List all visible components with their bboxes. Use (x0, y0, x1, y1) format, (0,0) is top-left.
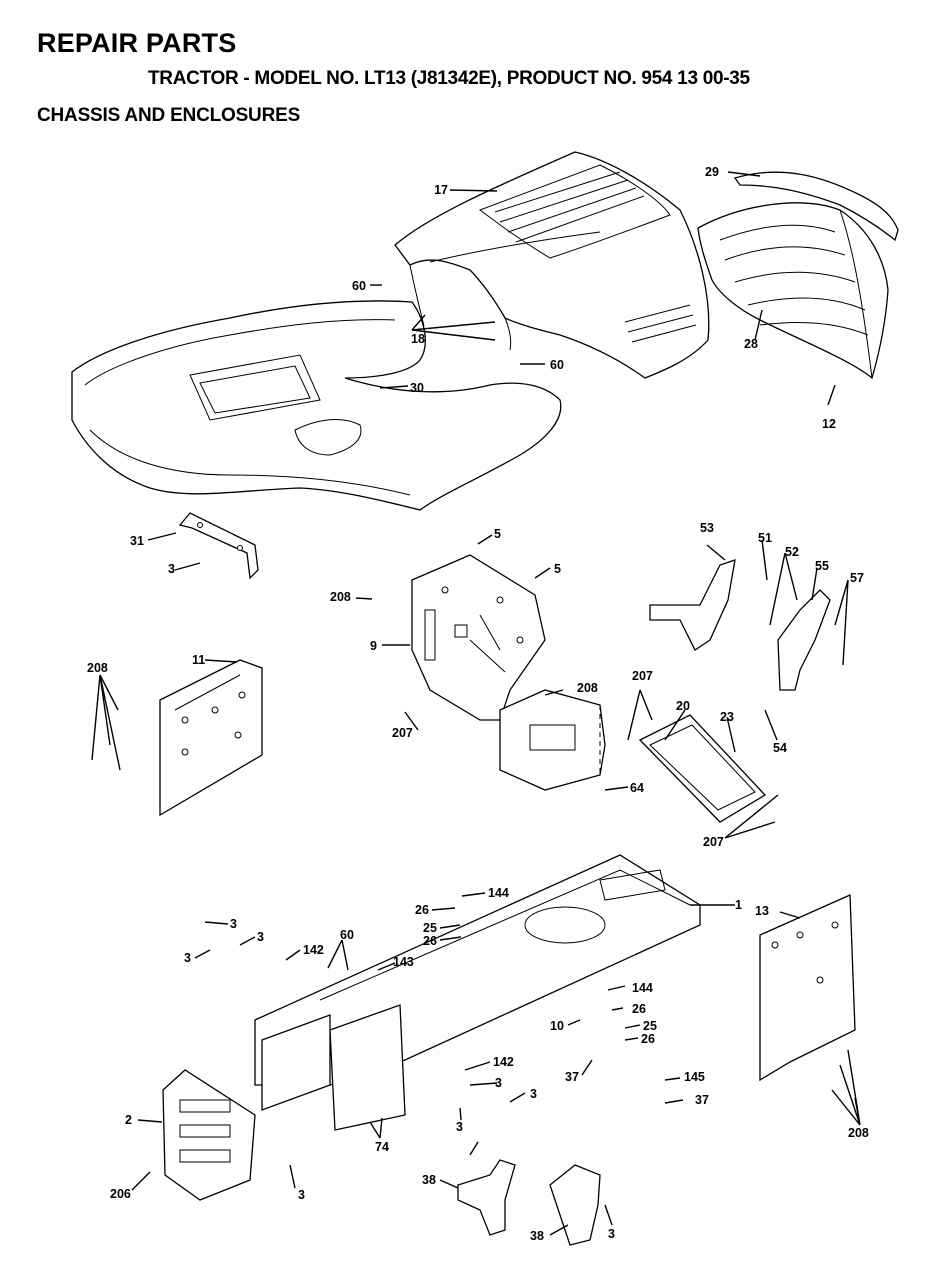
callout-9: 9 (370, 639, 377, 653)
callout-11: 11 (192, 653, 205, 667)
callout-51: 51 (758, 531, 772, 545)
callout-23: 23 (720, 710, 734, 724)
callout-64: 64 (630, 781, 644, 795)
callout-31: 31 (130, 534, 144, 548)
callout-145: 145 (684, 1070, 705, 1084)
callout-leaders (91, 171, 861, 1236)
callout-54: 54 (773, 741, 787, 755)
side-panel-part-13 (759, 894, 856, 1082)
callout-5: 5 (554, 562, 561, 576)
callout-3: 3 (530, 1087, 537, 1101)
page-title: REPAIR PARTS (37, 28, 237, 58)
callout-144: 144 (488, 886, 509, 900)
callout-17: 17 (434, 183, 448, 197)
callout-208: 208 (848, 1126, 869, 1140)
callout-25: 25 (423, 921, 437, 935)
callout-142: 142 (303, 943, 324, 957)
grill-part-28 (697, 202, 889, 380)
callout-26: 26 (632, 1002, 646, 1016)
callout-60: 60 (352, 279, 366, 293)
callout-13: 13 (755, 904, 769, 918)
callout-37: 37 (565, 1070, 579, 1084)
callout-208: 208 (577, 681, 598, 695)
callout-38: 38 (530, 1229, 544, 1243)
callout-3: 3 (168, 562, 175, 576)
callout-2: 2 (125, 1113, 132, 1127)
panel-part-9 (411, 554, 546, 721)
callout-20: 20 (676, 699, 690, 713)
callout-208: 208 (87, 661, 108, 675)
callout-3: 3 (495, 1076, 502, 1090)
callout-18: 18 (411, 332, 425, 346)
callout-25: 25 (643, 1019, 657, 1033)
callout-37: 37 (695, 1093, 709, 1107)
hood-part-17 (394, 151, 710, 379)
callout-60: 60 (550, 358, 564, 372)
bracket-part-53 (649, 559, 736, 651)
callout-55: 55 (815, 559, 829, 573)
callout-53: 53 (700, 521, 714, 535)
callout-29: 29 (705, 165, 719, 179)
callout-143: 143 (393, 955, 414, 969)
callout-5: 5 (494, 527, 501, 541)
callout-30: 30 (410, 381, 424, 395)
bracket-part-38-left (457, 1159, 516, 1236)
callout-207: 207 (632, 669, 653, 683)
support-part-20 (638, 714, 767, 823)
callout-38: 38 (422, 1173, 436, 1187)
callout-60: 60 (340, 928, 354, 942)
callout-3: 3 (456, 1120, 463, 1134)
console-part-64 (499, 689, 606, 791)
grill-strip-part-29 (733, 171, 899, 242)
callout-52: 52 (785, 545, 799, 559)
callout-26: 26 (423, 934, 437, 948)
callout-144: 144 (632, 981, 653, 995)
callout-labels: 17 29 60 18 60 30 28 12 31 3 5 5 208 9 5… (87, 165, 869, 1243)
fender-part-30 (71, 300, 562, 511)
side-panel-part-11 (159, 659, 263, 817)
callout-12: 12 (822, 417, 836, 431)
callout-3: 3 (230, 917, 237, 931)
callout-10: 10 (550, 1019, 564, 1033)
callout-26: 26 (641, 1032, 655, 1046)
bracket-part-38-right (549, 1164, 601, 1246)
callout-206: 206 (110, 1187, 131, 1201)
model-subtitle: TRACTOR - MODEL NO. LT13 (J81342E), PROD… (148, 68, 750, 89)
side-panel-part-2 (162, 1069, 256, 1201)
callout-74: 74 (375, 1140, 389, 1154)
callout-207: 207 (703, 835, 724, 849)
callout-3: 3 (608, 1227, 615, 1241)
callout-1: 1 (735, 898, 742, 912)
callout-28: 28 (744, 337, 758, 351)
callout-3: 3 (184, 951, 191, 965)
callout-142: 142 (493, 1055, 514, 1069)
callout-26: 26 (415, 903, 429, 917)
section-heading: CHASSIS AND ENCLOSURES (37, 105, 301, 126)
callout-3: 3 (257, 930, 264, 944)
frame-part-1 (254, 854, 701, 1131)
callout-207: 207 (392, 726, 413, 740)
bracket-part-55 (777, 589, 831, 691)
callout-57: 57 (850, 571, 864, 585)
bracket-part-31 (178, 512, 259, 580)
callout-208: 208 (330, 590, 351, 604)
callout-3: 3 (298, 1188, 305, 1202)
